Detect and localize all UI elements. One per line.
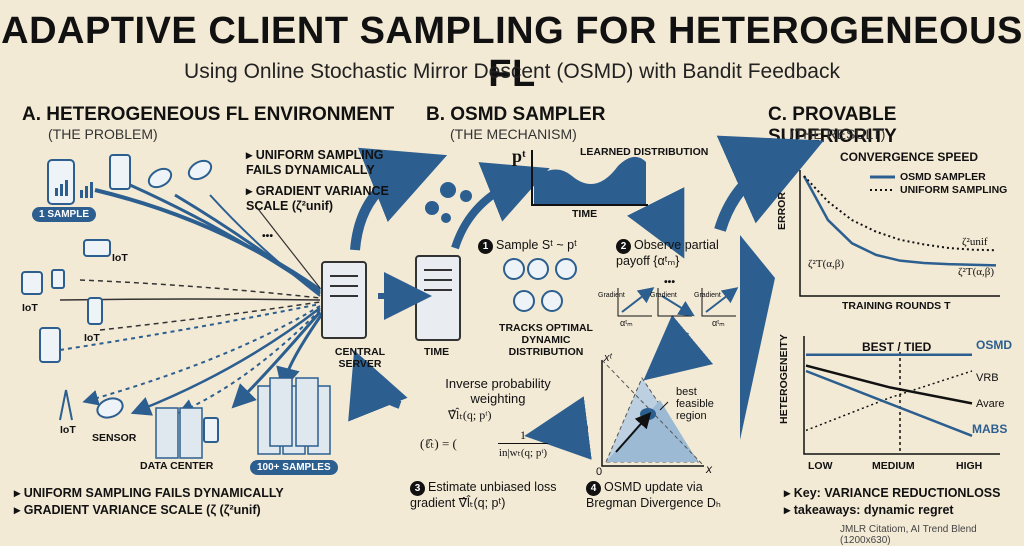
convergence-title: CONVERGENCE SPEED [840, 150, 979, 164]
iot-device-icons [21, 239, 111, 421]
hetero-series-mabs [805, 369, 973, 437]
a-bullet-2: ▸ GRADIENT VARIANCE SCALE (ζ²unif) [246, 184, 389, 213]
result-chevron [740, 235, 775, 440]
legend-osmd-label: OSMD SAMPLER [900, 171, 986, 183]
time-server-icon [415, 255, 461, 341]
a-bullet-1: ▸ UNIFORM SAMPLING FAILS DYNAMICALLY [246, 148, 384, 177]
series-mabs-label: MABS [972, 422, 1008, 436]
satellite-dish-icon [96, 159, 213, 419]
hetero-series-avare [805, 364, 973, 405]
x-origin-label: 0 [596, 466, 603, 478]
x-top-label: xᵗ [604, 352, 612, 364]
tracks-label: TRACKS OPTIMAL DYNAMIC DISTRIBUTION [499, 322, 593, 358]
best-region-label: best feasible region [676, 386, 714, 422]
learned-distribution-plot [531, 150, 648, 206]
sensor-label: SENSOR [92, 432, 137, 444]
convergence-ylabel: ERROR [776, 192, 788, 230]
iot-label-3: IoT [84, 332, 100, 344]
bar-icons [55, 180, 93, 198]
a-bottom-bullet-1: ▸ UNIFORM SAMPLING FAILS DYNAMICALLY [14, 486, 284, 500]
pt-label: pᵗ [512, 146, 526, 166]
gradient-label-3: Gradient [694, 292, 721, 299]
hundred-samples-badge: 100+ SAMPLES [250, 460, 338, 475]
hetero-x-low: LOW [808, 460, 833, 472]
arrow-to-step2 [627, 187, 685, 259]
section-b-heading: B. OSMD SAMPLER [426, 104, 606, 125]
footer-citation: JMLR Citatiom, AI Trend Blend (1200x630) [840, 524, 977, 546]
hetero-ylabel: HETEROGENEITY [778, 334, 790, 424]
x-axis-label: x [706, 462, 712, 476]
inverse-weighting-heading: Inverse probability weighting [445, 376, 551, 406]
data-center-label: DATA CENTER [140, 460, 214, 472]
hetero-x-high: HIGH [956, 460, 983, 472]
central-server-label: CENTRAL SERVER [334, 346, 386, 370]
convergence-series-1 [803, 175, 997, 252]
c-key-bullet-2: ▸ takeaways: dynamic regret [784, 503, 954, 517]
fraction-left: (ℓ̂ₜ) = ( [420, 436, 457, 451]
gradient-label-2: Gradient [650, 292, 677, 299]
gradient-label-1: Gradient [598, 292, 625, 299]
arrow-to-step3 [524, 396, 592, 460]
learned-distribution-label: LEARNED DISTRIBUTION [580, 146, 709, 158]
arrow-to-osmd [350, 147, 448, 251]
iot-label-4: IoT [60, 424, 76, 436]
page-subtitle: Using Online Stochastic Mirror Descent (… [184, 60, 840, 83]
arrow-to-results [714, 135, 824, 232]
iot-label-2: IoT [22, 302, 38, 314]
series-osmd-label: OSMD [976, 338, 1012, 352]
convergence-lines [802, 175, 997, 267]
section-a-heading: A. HETEROGENEOUS FL ENVIRONMENT [22, 104, 395, 125]
section-c-heading: C. PROVABLE SUPERIORITY [768, 104, 897, 147]
data-center-racks [155, 377, 331, 459]
one-sample-badge: 1 SAMPLE [32, 207, 97, 222]
inverse-weighting-formula: ∇̂l̂ₜ(q; pᵗ) [448, 408, 492, 422]
fraction-numerator: 1 [498, 428, 548, 444]
alpha-label-2: αᵗₘ [712, 318, 725, 328]
annotation-zeta-left: ζ²T(α,β) [808, 258, 845, 270]
gradient-ellipsis: ••• [664, 276, 676, 288]
arrow-to-step4 [643, 314, 714, 381]
page-title: ADAPTIVE CLIENT SAMPLING FOR HETEROGENEO… [1, 10, 1023, 95]
hetero-x-medium: MEDIUM [872, 460, 915, 472]
series-avare-label: Avare [976, 398, 1005, 410]
annotation-zeta-right: ζ²T(α,β) [958, 266, 995, 278]
annotation-unif: ζ²unif [962, 236, 988, 248]
convergence-chart-frame [799, 170, 1000, 297]
hetero-title: BEST / TIED [862, 340, 932, 354]
arrow-to-dist [451, 162, 550, 250]
clients-ellipsis: ••• [262, 230, 274, 242]
legend-uniform-label: UNIFORM SAMPLING [900, 184, 1008, 196]
fraction-denominator: in|wₜ(q; pᵗ) [498, 447, 548, 459]
heterogeneity-lines [805, 353, 973, 437]
section-a-subheading: (THE PROBLEM) [48, 126, 158, 142]
convergence-series-0 [802, 175, 997, 267]
a-bottom-bullet-2: ▸ GRADIENT VARIANCE SCALE (ζ (ζ²unif) [14, 503, 261, 517]
dist-time-label: TIME [572, 208, 598, 220]
heterogeneity-chart-frame [803, 336, 1000, 455]
central-server-icon [321, 261, 367, 339]
convergence-xlabel: TRAINING ROUNDS T [842, 300, 951, 312]
arrow-back-server [348, 350, 408, 422]
iot-label-1: IoT [112, 252, 128, 264]
section-b-subheading: (THE MECHANISM) [450, 126, 577, 142]
alpha-label-1: αᵗₘ [620, 318, 633, 328]
device-circle-icons [503, 258, 577, 312]
simplex-plot [601, 359, 705, 467]
c-key-bullet-1: ▸ Key: VARIANCE REDUCTIONLOSS [784, 486, 1001, 500]
time-server-label: TIME [424, 346, 450, 358]
series-vrb-label: VRB [976, 372, 999, 384]
gear-icon [425, 182, 472, 223]
